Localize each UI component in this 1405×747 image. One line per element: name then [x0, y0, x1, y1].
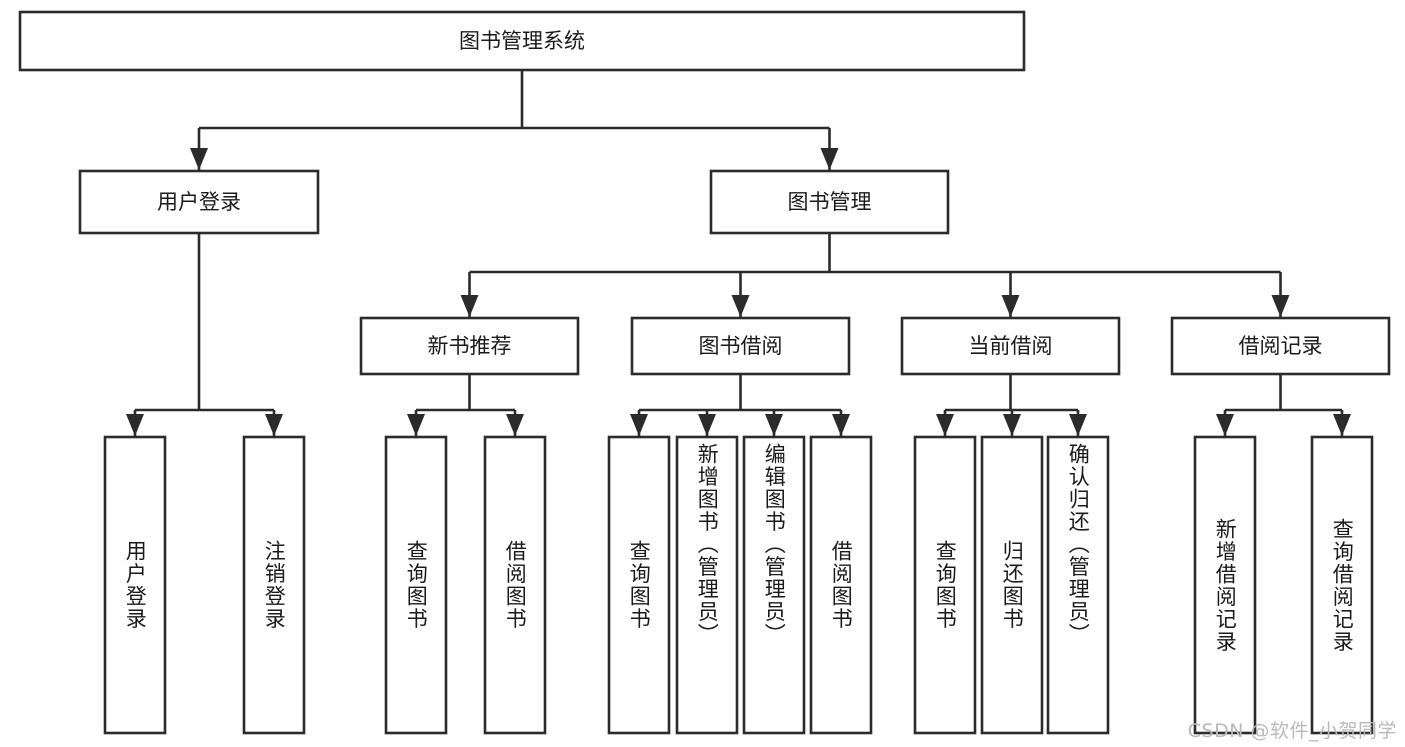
arrow-head	[506, 414, 524, 436]
arrow-head	[731, 295, 750, 317]
node-label-wrap-leaf-rec-borrow-book: 借阅图书	[485, 437, 545, 733]
node-label-wrap-leaf-user-login: 用户登录	[105, 437, 165, 733]
node-box-leaf-user-logout[interactable]	[242, 435, 306, 735]
node-label-wrap-leaf-borrow-query-book: 查询图书	[609, 437, 669, 733]
arrow-head	[698, 414, 716, 436]
node-box-leaf-rec-query-record[interactable]	[1310, 435, 1374, 735]
arrow-head	[1003, 414, 1021, 436]
node-box-current-borrow[interactable]	[900, 316, 1121, 376]
node-label-book-manage: 图书管理	[788, 190, 872, 214]
node-label-leaf-borrow-edit-book: 编辑图书（管理员）	[762, 443, 787, 646]
arrow-head	[832, 414, 850, 436]
node-label-leaf-cur-return-book: 归还图书	[1000, 540, 1025, 630]
arrow-head	[1001, 295, 1020, 317]
arrow-head	[460, 295, 479, 317]
node-label-wrap-leaf-borrow-borrow-book: 借阅图书	[811, 437, 871, 733]
node-box-leaf-cur-query-book[interactable]	[913, 435, 977, 735]
arrow-head	[820, 148, 839, 170]
node-box-leaf-borrow-borrow-book[interactable]	[809, 435, 873, 735]
node-label-leaf-borrow-add-book: 新增图书（管理员）	[695, 443, 720, 646]
arrow-head	[407, 414, 425, 436]
node-box-leaf-borrow-edit-book[interactable]	[742, 435, 806, 735]
node-label-wrap-leaf-rec-query-record: 查询借阅记录	[1312, 437, 1372, 733]
node-label-wrap-leaf-rec-query-book: 查询图书	[386, 437, 446, 733]
node-box-leaf-cur-return-book[interactable]	[980, 435, 1044, 735]
node-label-wrap-leaf-cur-return-book: 归还图书	[982, 437, 1042, 733]
node-label-leaf-user-logout: 注销登录	[262, 540, 287, 630]
arrow-head	[1271, 295, 1290, 317]
node-label-wrap-leaf-borrow-edit-book: 编辑图书（管理员）	[744, 437, 804, 733]
arrow-head	[936, 414, 954, 436]
node-label-leaf-rec-query-book: 查询图书	[404, 540, 429, 630]
node-label-book-borrow: 图书借阅	[699, 334, 783, 358]
node-label-leaf-cur-query-book: 查询图书	[933, 540, 958, 630]
boxes-layer	[18, 10, 1391, 735]
node-label-leaf-rec-query-record: 查询借阅记录	[1330, 517, 1355, 653]
connectors-layer	[126, 70, 1351, 436]
arrow-head	[190, 148, 208, 170]
node-label-leaf-borrow-query-book: 查询图书	[627, 540, 652, 630]
node-box-leaf-borrow-query-book[interactable]	[607, 435, 671, 735]
node-box-new-book-recommend[interactable]	[359, 316, 580, 376]
node-box-leaf-rec-borrow-book[interactable]	[483, 435, 547, 735]
node-label-new-book-recommend: 新书推荐	[428, 334, 512, 358]
node-label-leaf-rec-add-record: 新增借阅记录	[1213, 517, 1238, 653]
node-box-leaf-rec-add-record[interactable]	[1193, 435, 1257, 735]
node-box-borrow-record[interactable]	[1170, 316, 1391, 376]
arrow-head	[1216, 414, 1234, 436]
node-box-leaf-user-login[interactable]	[103, 435, 167, 735]
node-box-leaf-cur-confirm-return[interactable]	[1046, 435, 1110, 735]
arrow-head	[1333, 414, 1351, 436]
arrow-head	[630, 414, 648, 436]
node-label-wrap-leaf-rec-add-record: 新增借阅记录	[1195, 437, 1255, 733]
node-label-wrap-leaf-borrow-add-book: 新增图书（管理员）	[677, 437, 737, 733]
node-label-root: 图书管理系统	[459, 29, 585, 53]
node-label-leaf-borrow-borrow-book: 借阅图书	[829, 540, 854, 630]
node-box-leaf-rec-query-book[interactable]	[384, 435, 448, 735]
node-label-wrap-leaf-user-logout: 注销登录	[244, 437, 304, 733]
node-box-user-login[interactable]	[78, 169, 320, 235]
node-label-leaf-user-login: 用户登录	[123, 540, 148, 630]
node-box-book-manage[interactable]	[709, 169, 950, 235]
node-label-current-borrow: 当前借阅	[969, 334, 1053, 358]
node-label-leaf-rec-borrow-book: 借阅图书	[503, 540, 528, 630]
arrow-head	[265, 414, 283, 436]
node-box-leaf-borrow-add-book[interactable]	[675, 435, 739, 735]
node-box-book-borrow[interactable]	[630, 316, 851, 376]
node-label-user-login: 用户登录	[157, 190, 241, 214]
arrow-head	[126, 414, 144, 436]
arrow-head	[765, 414, 783, 436]
node-label-wrap-leaf-cur-query-book: 查询图书	[915, 437, 975, 733]
node-label-borrow-record: 借阅记录	[1239, 334, 1323, 358]
node-box-root[interactable]	[18, 10, 1026, 72]
node-label-wrap-leaf-cur-confirm-return: 确认归还（管理员）	[1048, 437, 1108, 733]
arrow-head	[1069, 414, 1087, 436]
watermark-text: CSDN @软件_小贺同学	[1187, 720, 1397, 742]
node-label-leaf-cur-confirm-return: 确认归还（管理员）	[1066, 443, 1091, 646]
